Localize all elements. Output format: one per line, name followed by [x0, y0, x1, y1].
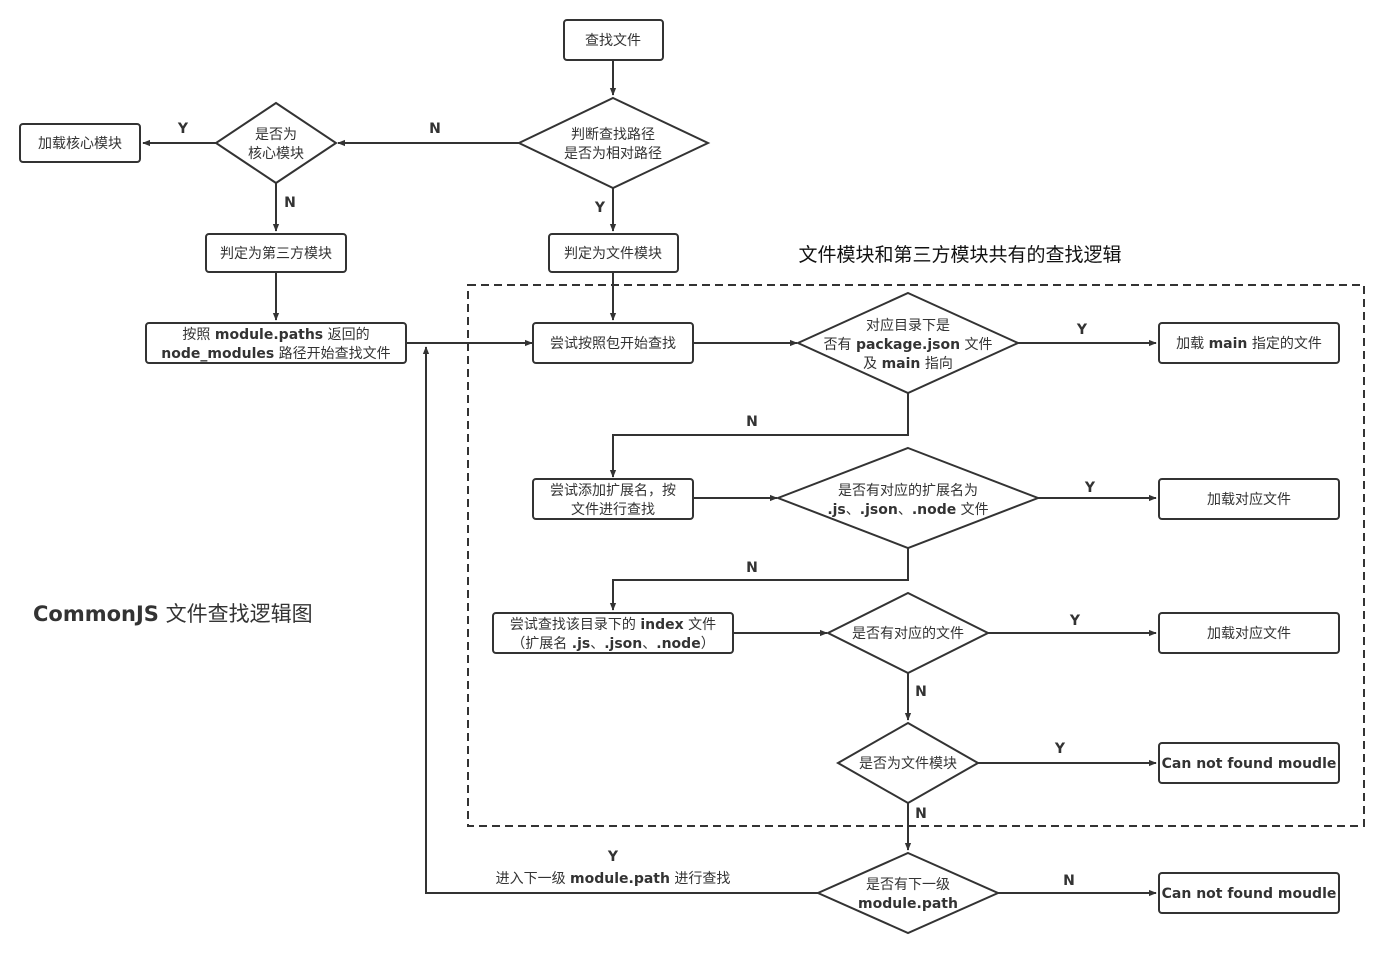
node-file-module-label: 判定为文件模块 — [564, 246, 662, 262]
label-filemod-no: N — [915, 806, 927, 822]
node-is-relative: 判断查找路径 是否为相对路径 — [516, 96, 711, 190]
node-try-ext-line2: 文件进行查找 — [571, 502, 655, 518]
label-relative-no: N — [429, 121, 441, 137]
label-next-yes: Y — [607, 849, 619, 865]
node-try-package-label: 尝试按照包开始查找 — [550, 336, 676, 352]
node-load-core-label: 加载核心模块 — [38, 136, 122, 152]
node-has-pkg-line3: 及 main 指向 — [863, 356, 953, 372]
node-find-file-label: 查找文件 — [585, 33, 641, 49]
node-try-index-line2: （扩展名 .js、.json、.node） — [511, 636, 714, 652]
label-file-yes: Y — [1069, 613, 1081, 629]
node-module-paths-line1: 按照 module.paths 返回的 — [182, 327, 369, 343]
node-has-next-path: 是否有下一级 module.path — [815, 851, 1001, 935]
node-load-main: 加载 main 指定的文件 — [1158, 322, 1340, 364]
shared-logic-frame — [467, 284, 1365, 827]
node-load-index-file: 加载对应文件 — [1158, 612, 1340, 654]
edge-haspkg-no-to-ext — [609, 392, 909, 478]
edge-hasext-no-to-index — [609, 548, 909, 611]
node-is-core-line2: 核心模块 — [248, 146, 304, 162]
node-has-file: 是否有对应的文件 — [825, 591, 991, 675]
node-find-file: 查找文件 — [563, 19, 664, 61]
node-not-found-1: Can not found moudle — [1158, 742, 1340, 784]
label-relative-yes: Y — [594, 200, 606, 216]
node-has-package-json: 对应目录下是 否有 package.json 文件 及 main 指向 — [795, 291, 1021, 395]
node-load-ext-file: 加载对应文件 — [1158, 478, 1340, 520]
label-next-no: N — [1063, 873, 1075, 889]
edge-labels: Y N N Y Y N Y N Y N Y N Y 进入下一级 module.p… — [177, 121, 1096, 889]
node-not-found-2-label: Can not found moudle — [1162, 886, 1337, 902]
node-load-ext-label: 加载对应文件 — [1207, 491, 1291, 508]
label-ext-yes: Y — [1084, 480, 1096, 496]
diagram-title: CommonJS 文件查找逻辑图 — [33, 602, 313, 626]
node-try-ext-line1: 尝试添加扩展名，按 — [550, 483, 676, 499]
node-is-file-module-label: 是否为文件模块 — [859, 756, 957, 772]
label-filemod-yes: Y — [1054, 741, 1066, 757]
node-has-extension: 是否有对应的扩展名为 .js、.json、.node 文件 — [775, 446, 1041, 550]
node-not-found-2: Can not found moudle — [1158, 872, 1340, 914]
node-is-relative-line1: 判断查找路径 — [571, 127, 655, 143]
node-has-pkg-line1: 对应目录下是 — [866, 317, 950, 334]
node-try-index: 尝试查找该目录下的 index 文件 （扩展名 .js、.json、.node） — [492, 612, 734, 654]
label-ext-no: N — [746, 560, 758, 576]
node-load-main-label: 加载 main 指定的文件 — [1176, 336, 1322, 352]
node-has-next-line2: module.path — [858, 896, 958, 912]
node-try-package: 尝试按照包开始查找 — [532, 322, 694, 364]
node-is-relative-line2: 是否为相对路径 — [564, 146, 662, 162]
node-not-found-1-label: Can not found moudle — [1162, 756, 1337, 772]
label-next-yes-text: 进入下一级 module.path 进行查找 — [496, 871, 731, 887]
node-module-paths: 按照 module.paths 返回的 node_modules 路径开始查找文… — [145, 322, 407, 364]
node-is-file-module: 是否为文件模块 — [835, 721, 981, 805]
node-has-file-label: 是否有对应的文件 — [852, 625, 964, 642]
edge-next-yes-loop — [422, 346, 818, 894]
label-pkg-no: N — [746, 414, 758, 430]
label-core-yes: Y — [177, 121, 189, 137]
node-third-party-label: 判定为第三方模块 — [220, 245, 332, 262]
node-try-index-line1: 尝试查找该目录下的 index 文件 — [510, 617, 716, 633]
node-has-next-line1: 是否有下一级 — [866, 877, 950, 893]
label-pkg-yes: Y — [1076, 322, 1088, 338]
node-module-paths-line2: node_modules 路径开始查找文件 — [161, 346, 390, 362]
section-title: 文件模块和第三方模块共有的查找逻辑 — [798, 244, 1121, 266]
node-has-pkg-line2: 否有 package.json 文件 — [824, 337, 993, 353]
node-is-core-line1: 是否为 — [255, 127, 297, 143]
node-load-core: 加载核心模块 — [19, 123, 141, 163]
node-is-core: 是否为 核心模块 — [214, 101, 338, 185]
node-file-module: 判定为文件模块 — [548, 233, 679, 273]
label-core-no: N — [284, 195, 296, 211]
node-has-ext-line1: 是否有对应的扩展名为 — [838, 482, 978, 499]
node-try-extension: 尝试添加扩展名，按 文件进行查找 — [532, 478, 694, 520]
node-load-file-label: 加载对应文件 — [1207, 625, 1291, 642]
node-third-party: 判定为第三方模块 — [205, 233, 347, 273]
label-file-no: N — [915, 684, 927, 700]
node-has-ext-line2: .js、.json、.node 文件 — [827, 502, 988, 518]
edges — [142, 60, 1157, 897]
